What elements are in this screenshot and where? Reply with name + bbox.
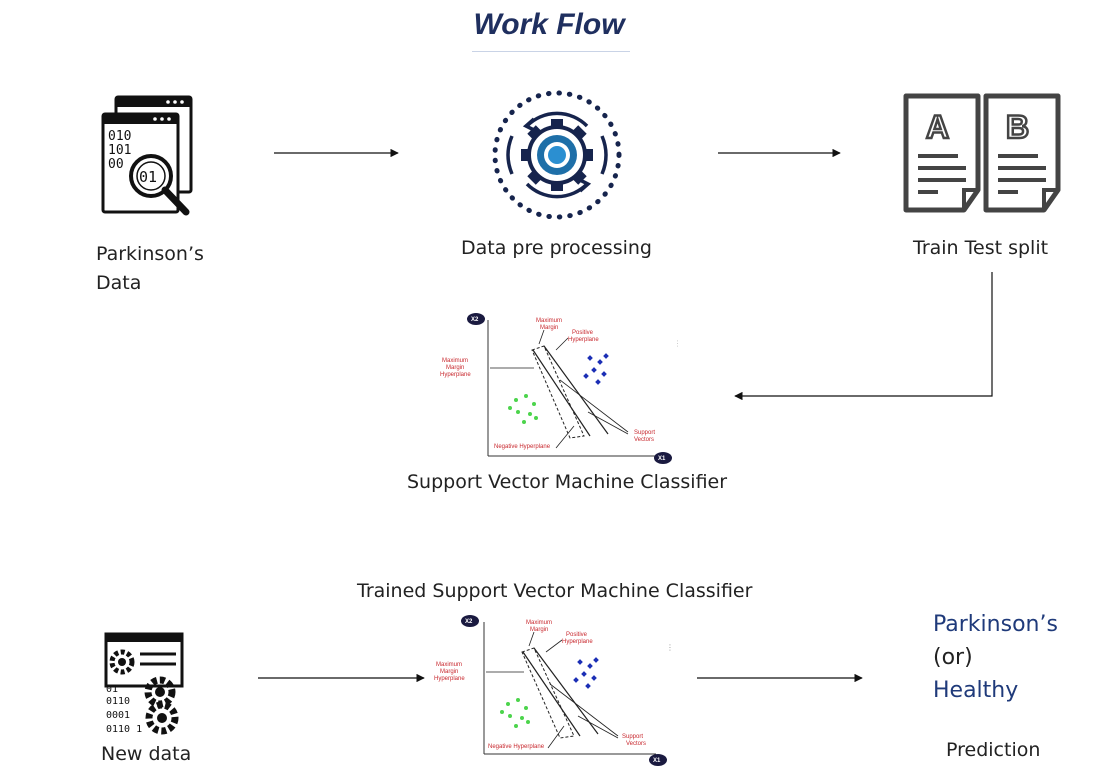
x2-axis-badge (461, 615, 479, 627)
x1-axis-badge (649, 754, 667, 766)
gear-cycle-icon (492, 90, 622, 220)
svg-text:Vectors: Vectors (626, 741, 646, 747)
svg-text:Support: Support (622, 734, 643, 740)
arrow-split-to-svm (734, 272, 993, 401)
new-data-bits-1: 01 (106, 684, 118, 695)
outcome-healthy: Healthy (933, 678, 1019, 703)
svg-text:Support: Support (634, 430, 655, 436)
svg-text:Hyperplane: Hyperplane (562, 639, 593, 645)
svg-text:Margin: Margin (440, 669, 458, 675)
documents-ab-icon: A B (903, 93, 1061, 213)
outcome-or: (or) (933, 645, 973, 670)
prediction-output: Parkinson’s (or) Healthy (933, 608, 1058, 707)
train-test-split-label: Train Test split (913, 237, 1049, 259)
svg-text:X1: X1 (653, 758, 661, 764)
svg-text:Vectors: Vectors (634, 437, 654, 443)
svg-text:Maximum: Maximum (442, 358, 468, 364)
doc-b-letter: B (1006, 109, 1029, 145)
data-search-icon: 010 101 00 01 (101, 95, 193, 216)
svm-chart-upper: X2 X1 Maximum Margin Positive Hyperplane… (440, 313, 678, 464)
svg-text:Negative Hyperplane: Negative Hyperplane (494, 444, 551, 450)
svg-text:Margin: Margin (540, 325, 558, 331)
svg-text:Margin: Margin (446, 365, 464, 371)
svm-chart-lower: X2 X1 Maximum Margin Positive Hyperplane… (434, 615, 674, 766)
svg-text:Maximum: Maximum (526, 620, 552, 626)
svg-text:Negative Hyperplane: Negative Hyperplane (488, 744, 545, 750)
bits-line-3: 00 (108, 157, 124, 172)
svg-text:Margin: Margin (530, 627, 548, 633)
outcome-parkinsons: Parkinson’s (933, 612, 1058, 637)
new-data-bits-2: 0110 (106, 696, 130, 707)
svg-text:Positive: Positive (566, 632, 588, 638)
data-gears-icon: 01 0110 0001 0110 1 (104, 632, 184, 735)
title-underline (472, 51, 630, 52)
bits-line-2: 101 (108, 143, 131, 158)
diagram-title: Work Flow (473, 8, 625, 41)
svg-text:⋮: ⋮ (666, 643, 674, 652)
new-data-bits-4: 0110 1 (106, 724, 142, 735)
svg-text:Hyperplane: Hyperplane (568, 337, 599, 343)
trained-svm-label: Trained Support Vector Machine Classifie… (357, 580, 753, 602)
svg-text:X2: X2 (465, 619, 473, 625)
svg-text:Maximum: Maximum (536, 318, 562, 324)
new-data-bits-3: 0001 (106, 710, 130, 721)
x2-axis-badge (467, 313, 485, 325)
new-data-label: New data (101, 743, 192, 765)
svg-text:Maximum: Maximum (436, 662, 462, 668)
bits-line-1: 010 (108, 129, 131, 144)
svg-text:Hyperplane: Hyperplane (434, 676, 465, 682)
preprocessing-label: Data pre processing (461, 237, 652, 259)
svg-text:01: 01 (139, 168, 157, 186)
svg-text:⋮: ⋮ (674, 339, 678, 348)
parkinsons-data-label: Parkinson’s Data (96, 243, 204, 294)
x1-axis-badge (654, 452, 672, 464)
svg-text:X1: X1 (658, 456, 666, 462)
svg-text:Positive: Positive (572, 330, 594, 336)
svm-label: Support Vector Machine Classifier (407, 471, 728, 493)
prediction-label: Prediction (946, 739, 1041, 761)
doc-a-letter: A (926, 109, 949, 145)
svg-text:X2: X2 (471, 317, 479, 323)
svg-text:Hyperplane: Hyperplane (440, 372, 471, 378)
